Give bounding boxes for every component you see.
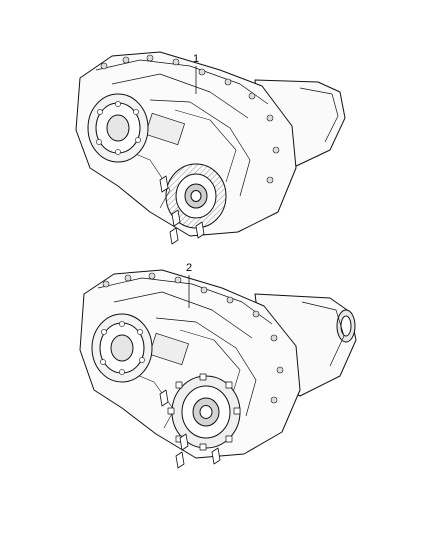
output-flange-1 xyxy=(165,163,227,229)
studs-1 xyxy=(159,175,205,245)
studs-2 xyxy=(159,389,221,469)
callout-label-1: 1 xyxy=(193,53,200,65)
output-flange-2 xyxy=(167,373,241,451)
flange-bolts-1 xyxy=(100,54,280,184)
input-flange-1 xyxy=(87,93,149,163)
input-flange-2 xyxy=(91,313,153,383)
transfer-case-1 xyxy=(75,51,346,245)
transfer-case-2 xyxy=(79,269,357,469)
callout-label-2: 2 xyxy=(186,262,193,274)
flange-bolts-2 xyxy=(102,272,284,404)
